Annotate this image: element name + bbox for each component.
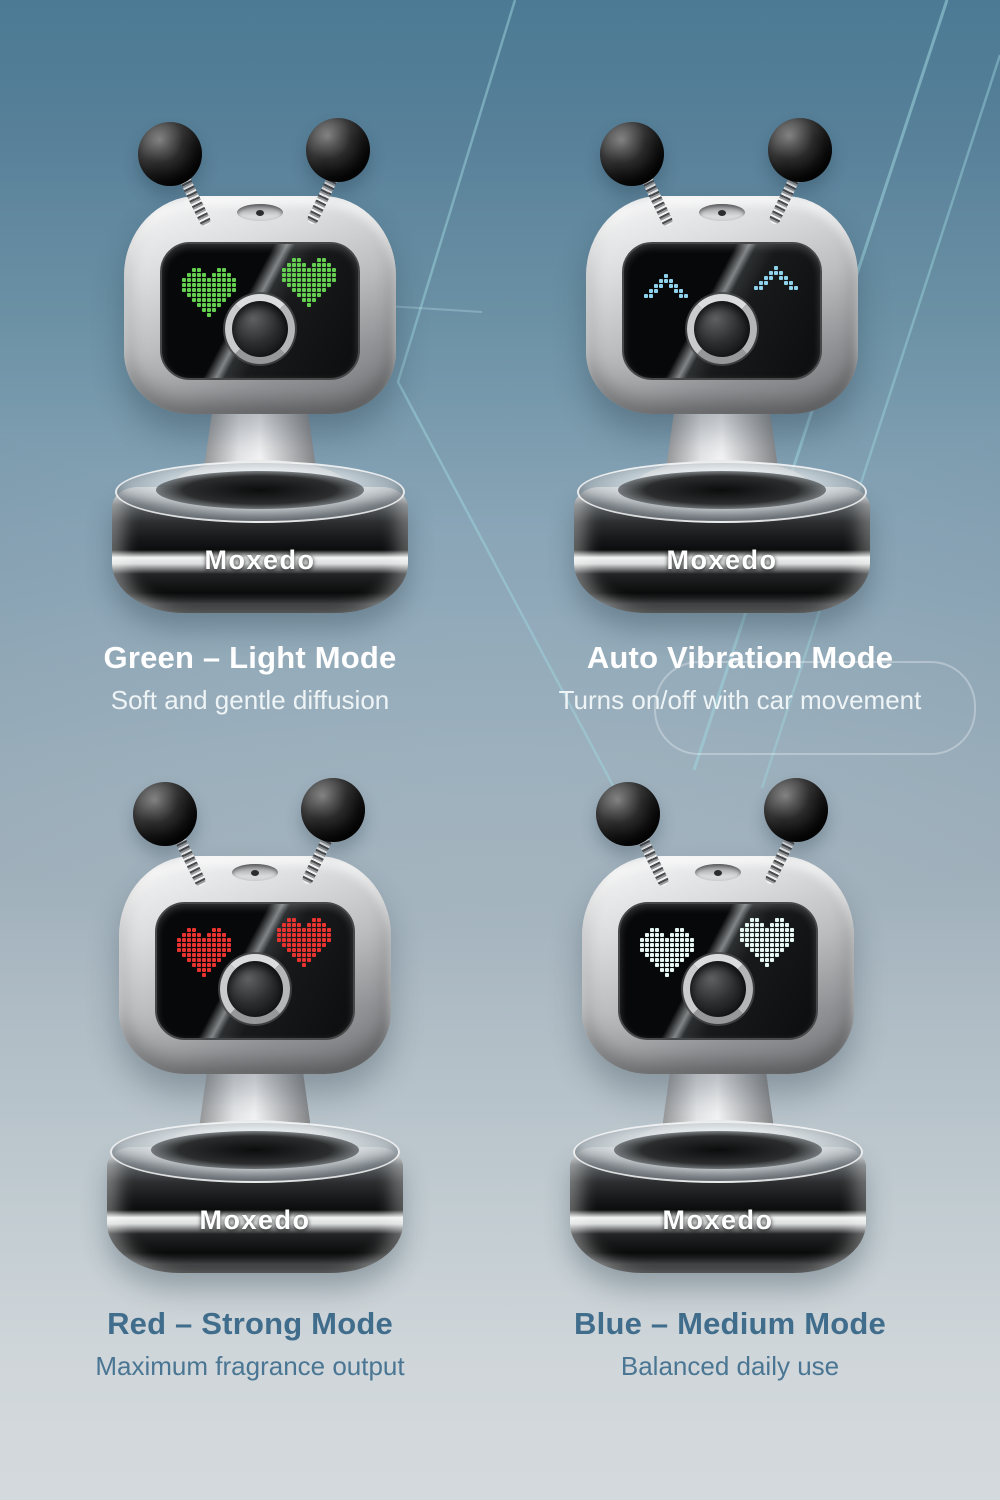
mode-subtitle: Soft and gentle diffusion	[110, 685, 390, 715]
fragrance-base-core	[156, 471, 364, 509]
robot-auto-vibration: Moxedo	[572, 108, 872, 613]
mode-subtitle: Maximum fragrance output	[95, 1351, 405, 1381]
mouth-speaker	[687, 294, 757, 364]
robot-head	[586, 196, 858, 414]
fragrance-base-core	[614, 1131, 822, 1169]
robot-head	[119, 856, 391, 1074]
antenna-ball-left	[600, 122, 664, 186]
eye-left-icon	[640, 928, 694, 977]
head-button	[232, 864, 278, 881]
caption-red-strong: Red – Strong Mode Maximum fragrance outp…	[15, 1306, 485, 1382]
caption-green-light: Green – Light Mode Soft and gentle diffu…	[15, 640, 485, 716]
robot-screen	[622, 242, 822, 380]
fragrance-base-core	[618, 471, 826, 509]
mode-title: Auto Vibration Mode	[586, 640, 894, 675]
robot-head	[582, 856, 854, 1074]
mouth-speaker	[220, 954, 290, 1024]
fragrance-base: Moxedo	[570, 1121, 866, 1273]
antenna-ball-left	[133, 782, 197, 846]
fragrance-base: Moxedo	[107, 1121, 403, 1273]
antenna-ball-right	[768, 118, 832, 182]
robot-head	[124, 196, 396, 414]
antenna-ball-left	[596, 782, 660, 846]
robot-red-strong: Moxedo	[105, 768, 405, 1273]
eye-left-icon	[182, 268, 236, 317]
eye-right-icon	[754, 266, 798, 290]
mode-subtitle: Balanced daily use	[620, 1351, 840, 1381]
brand-label: Moxedo	[662, 1205, 774, 1235]
eye-left-icon	[644, 274, 688, 298]
fragrance-base: Moxedo	[574, 461, 870, 613]
brand-label: Moxedo	[204, 545, 316, 575]
mode-title: Green – Light Mode	[103, 640, 397, 675]
caption-blue-medium: Blue – Medium Mode Balanced daily use	[500, 1306, 960, 1382]
head-button	[699, 204, 745, 221]
antenna-ball-right	[306, 118, 370, 182]
mode-title: Red – Strong Mode	[107, 1306, 393, 1341]
mouth-speaker	[225, 294, 295, 364]
robot-screen	[155, 902, 355, 1040]
mode-subtitle: Turns on/off with car movement	[558, 685, 922, 715]
mouth-speaker	[683, 954, 753, 1024]
head-button	[237, 204, 283, 221]
eye-right-icon	[277, 918, 331, 967]
robot-blue-medium: Moxedo	[568, 768, 868, 1273]
eye-right-icon	[282, 258, 336, 307]
antenna-ball-right	[301, 778, 365, 842]
eye-right-icon	[740, 918, 794, 967]
eye-left-icon	[177, 928, 231, 977]
brand-label: Moxedo	[199, 1205, 311, 1235]
caption-auto-vibration: Auto Vibration Mode Turns on/off with ca…	[505, 640, 975, 716]
mode-title: Blue – Medium Mode	[574, 1306, 886, 1341]
fragrance-base-core	[151, 1131, 359, 1169]
robot-screen	[160, 242, 360, 380]
robot-green-light: Moxedo	[110, 108, 410, 613]
antenna-ball-left	[138, 122, 202, 186]
antenna-ball-right	[764, 778, 828, 842]
brand-label: Moxedo	[666, 545, 778, 575]
robot-screen	[618, 902, 818, 1040]
fragrance-base: Moxedo	[112, 461, 408, 613]
head-button	[695, 864, 741, 881]
